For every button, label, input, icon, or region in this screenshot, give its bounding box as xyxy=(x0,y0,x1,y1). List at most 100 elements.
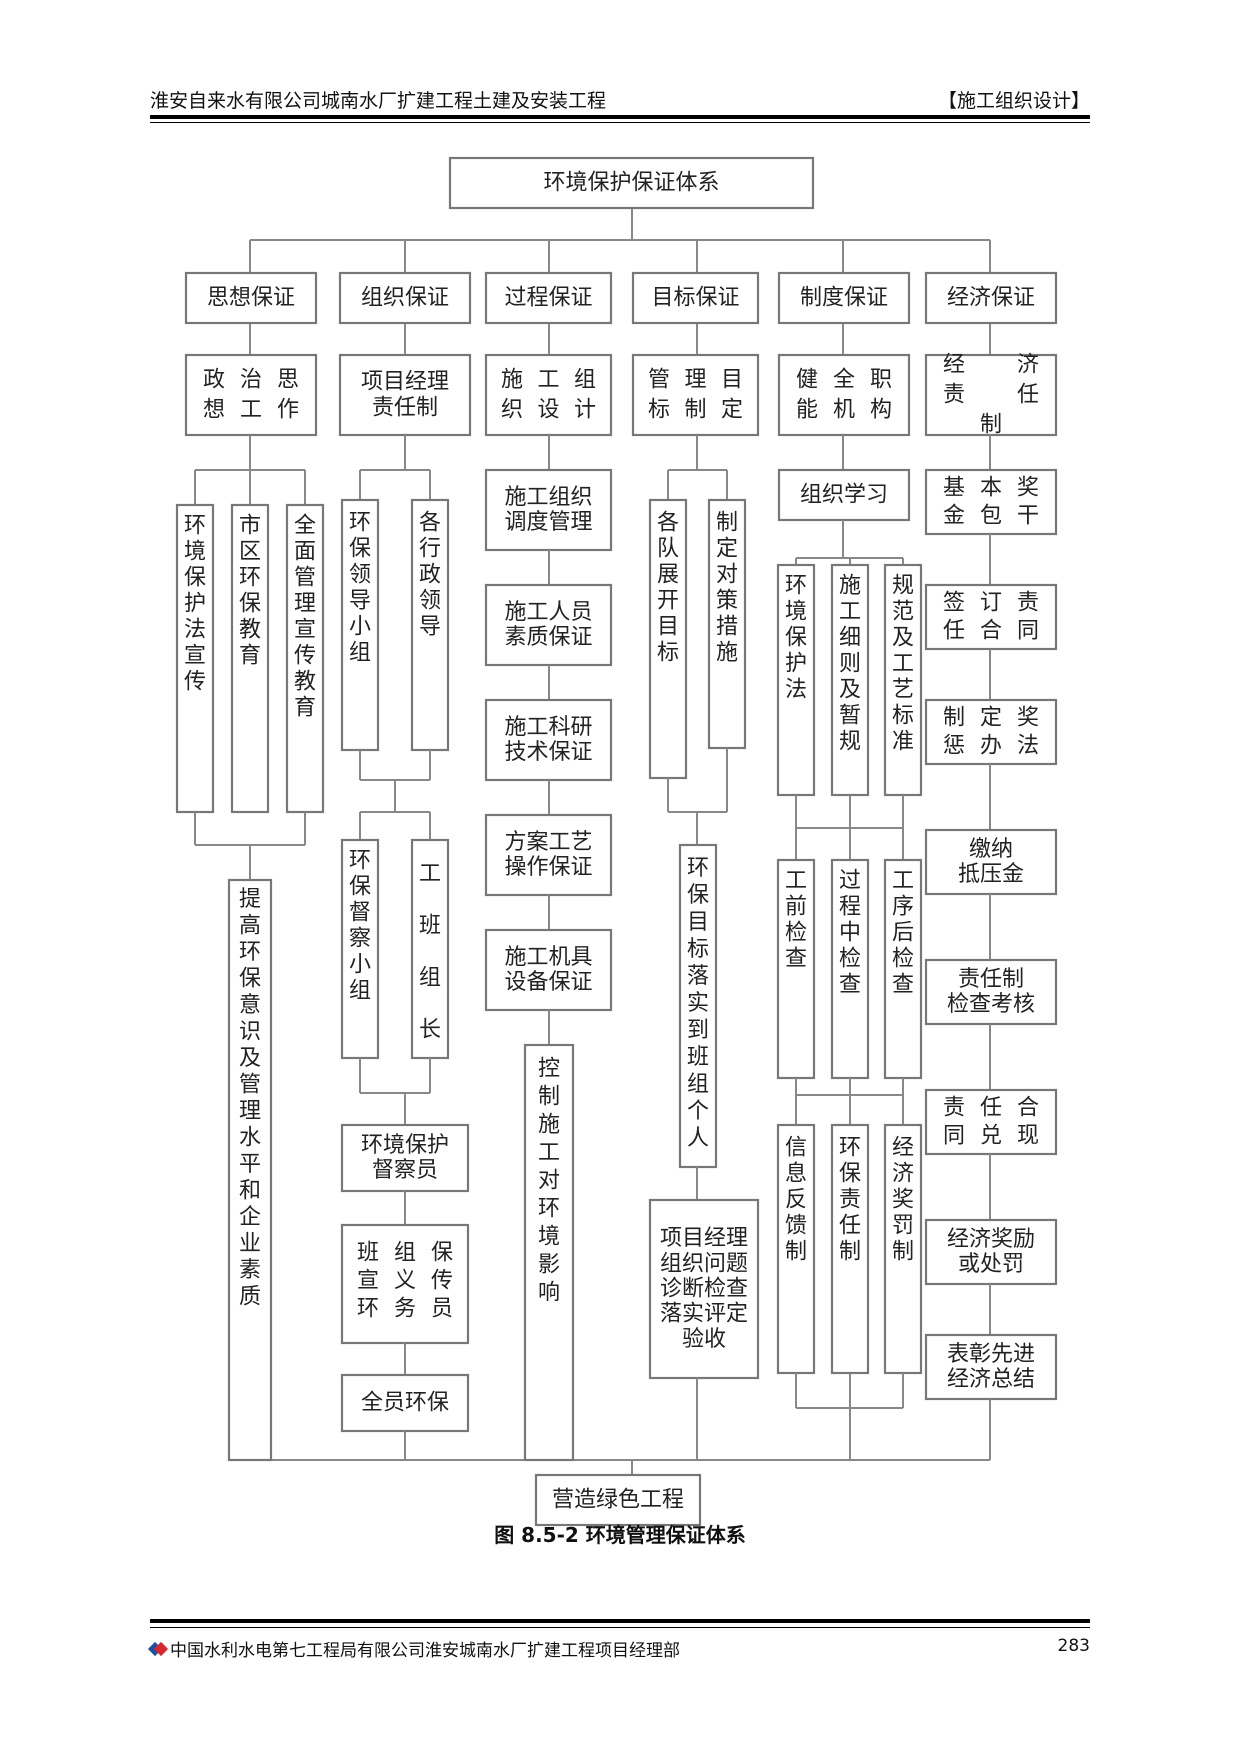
svg-text:组织学习: 组织学习 xyxy=(800,483,888,508)
svg-text:作: 作 xyxy=(277,398,299,423)
svg-text:环: 环 xyxy=(839,1136,861,1161)
svg-text:及: 及 xyxy=(892,626,914,651)
footer-company-text: 中国水利水电第七工程局有限公司淮安城南水厂扩建工程项目经理部 xyxy=(170,1641,680,1661)
svg-text:经: 经 xyxy=(892,1136,914,1161)
svg-text:或处罚: 或处罚 xyxy=(958,1252,1024,1277)
svg-text:责任制: 责任制 xyxy=(372,396,438,421)
col4-head: 管理目标制定 xyxy=(631,353,760,437)
svg-text:施: 施 xyxy=(839,574,861,599)
svg-text:班: 班 xyxy=(419,914,441,939)
svg-text:业: 业 xyxy=(239,1231,261,1256)
svg-text:境: 境 xyxy=(184,540,206,565)
svg-text:领: 领 xyxy=(419,589,441,614)
svg-text:制: 制 xyxy=(785,1240,807,1265)
col5-study: 组织学习 xyxy=(777,468,911,522)
svg-text:诊断检查: 诊断检查 xyxy=(660,1277,748,1302)
svg-text:环境保护: 环境保护 xyxy=(361,1133,449,1158)
svg-text:营造绿色工程: 营造绿色工程 xyxy=(552,1488,684,1513)
svg-text:息: 息 xyxy=(785,1162,807,1187)
svg-text:细: 细 xyxy=(839,626,861,651)
svg-text:政: 政 xyxy=(203,368,225,393)
svg-text:境: 境 xyxy=(785,600,807,625)
svg-text:保: 保 xyxy=(239,592,261,617)
svg-text:项目经理: 项目经理 xyxy=(361,369,449,394)
svg-text:兑: 兑 xyxy=(980,1124,1002,1149)
svg-text:操作保证: 操作保证 xyxy=(504,855,592,880)
svg-text:对: 对 xyxy=(538,1169,560,1194)
col1-head: 政治思想工作 xyxy=(184,353,318,437)
svg-text:护: 护 xyxy=(785,652,807,677)
svg-text:表彰先进: 表彰先进 xyxy=(947,1342,1035,1367)
svg-text:环: 环 xyxy=(538,1197,560,1222)
svg-text:方案工艺: 方案工艺 xyxy=(504,830,592,855)
svg-text:中: 中 xyxy=(839,921,861,946)
svg-text:组: 组 xyxy=(349,979,371,1004)
svg-text:想: 想 xyxy=(203,398,225,423)
svg-text:抵压金: 抵压金 xyxy=(958,862,1024,887)
svg-text:奖: 奖 xyxy=(1017,476,1039,501)
svg-text:到: 到 xyxy=(687,1018,709,1043)
svg-text:保: 保 xyxy=(349,537,371,562)
svg-text:保: 保 xyxy=(687,883,709,908)
svg-text:同: 同 xyxy=(943,1124,965,1149)
company-logo-icon xyxy=(147,1641,169,1657)
svg-text:织: 织 xyxy=(501,398,523,423)
category-6: 经济保证 xyxy=(924,271,1058,325)
header-title: 淮安自来水有限公司城南水厂扩建工程土建及安装工程 xyxy=(150,90,607,112)
svg-text:保: 保 xyxy=(239,966,261,991)
svg-text:行: 行 xyxy=(419,537,441,562)
svg-text:管: 管 xyxy=(648,368,670,393)
svg-text:奖: 奖 xyxy=(892,1188,914,1213)
svg-text:基: 基 xyxy=(943,476,965,501)
svg-text:班: 班 xyxy=(357,1241,379,1266)
svg-text:标: 标 xyxy=(657,641,679,666)
header-rule-thin xyxy=(150,122,1090,123)
svg-text:市: 市 xyxy=(239,514,261,539)
col2-chain-2: 班组保宣义传环务员 xyxy=(340,1223,470,1345)
svg-text:施: 施 xyxy=(501,368,523,393)
svg-text:济: 济 xyxy=(1017,353,1039,378)
svg-text:及: 及 xyxy=(839,678,861,703)
svg-text:罚: 罚 xyxy=(892,1214,914,1239)
svg-text:检查考核: 检查考核 xyxy=(947,992,1035,1017)
svg-text:工: 工 xyxy=(785,869,807,894)
svg-text:落实评定: 落实评定 xyxy=(660,1302,748,1327)
svg-text:全员环保: 全员环保 xyxy=(361,1391,449,1416)
svg-text:标: 标 xyxy=(687,937,709,962)
svg-text:治: 治 xyxy=(240,368,262,393)
col6-head: 经济责任制 xyxy=(924,353,1058,438)
svg-text:定: 定 xyxy=(716,537,738,562)
svg-text:合: 合 xyxy=(980,619,1002,644)
svg-text:宣: 宣 xyxy=(184,644,206,669)
svg-text:检: 检 xyxy=(839,947,861,972)
svg-text:务: 务 xyxy=(394,1297,416,1322)
svg-text:组: 组 xyxy=(419,966,441,991)
page-number: 283 xyxy=(1057,1636,1090,1656)
svg-text:工: 工 xyxy=(538,1141,560,1166)
svg-text:察: 察 xyxy=(349,927,371,952)
svg-text:订: 订 xyxy=(980,591,1002,616)
svg-text:查: 查 xyxy=(839,973,861,998)
svg-text:环: 环 xyxy=(239,940,261,965)
svg-text:各: 各 xyxy=(419,511,441,536)
svg-text:全: 全 xyxy=(833,368,855,393)
svg-text:识: 识 xyxy=(239,1019,261,1044)
svg-text:经: 经 xyxy=(943,353,965,378)
svg-text:策: 策 xyxy=(716,589,738,614)
svg-text:水: 水 xyxy=(239,1125,261,1150)
svg-text:高: 高 xyxy=(239,913,261,938)
svg-text:施: 施 xyxy=(716,641,738,666)
svg-text:理: 理 xyxy=(239,1099,261,1124)
